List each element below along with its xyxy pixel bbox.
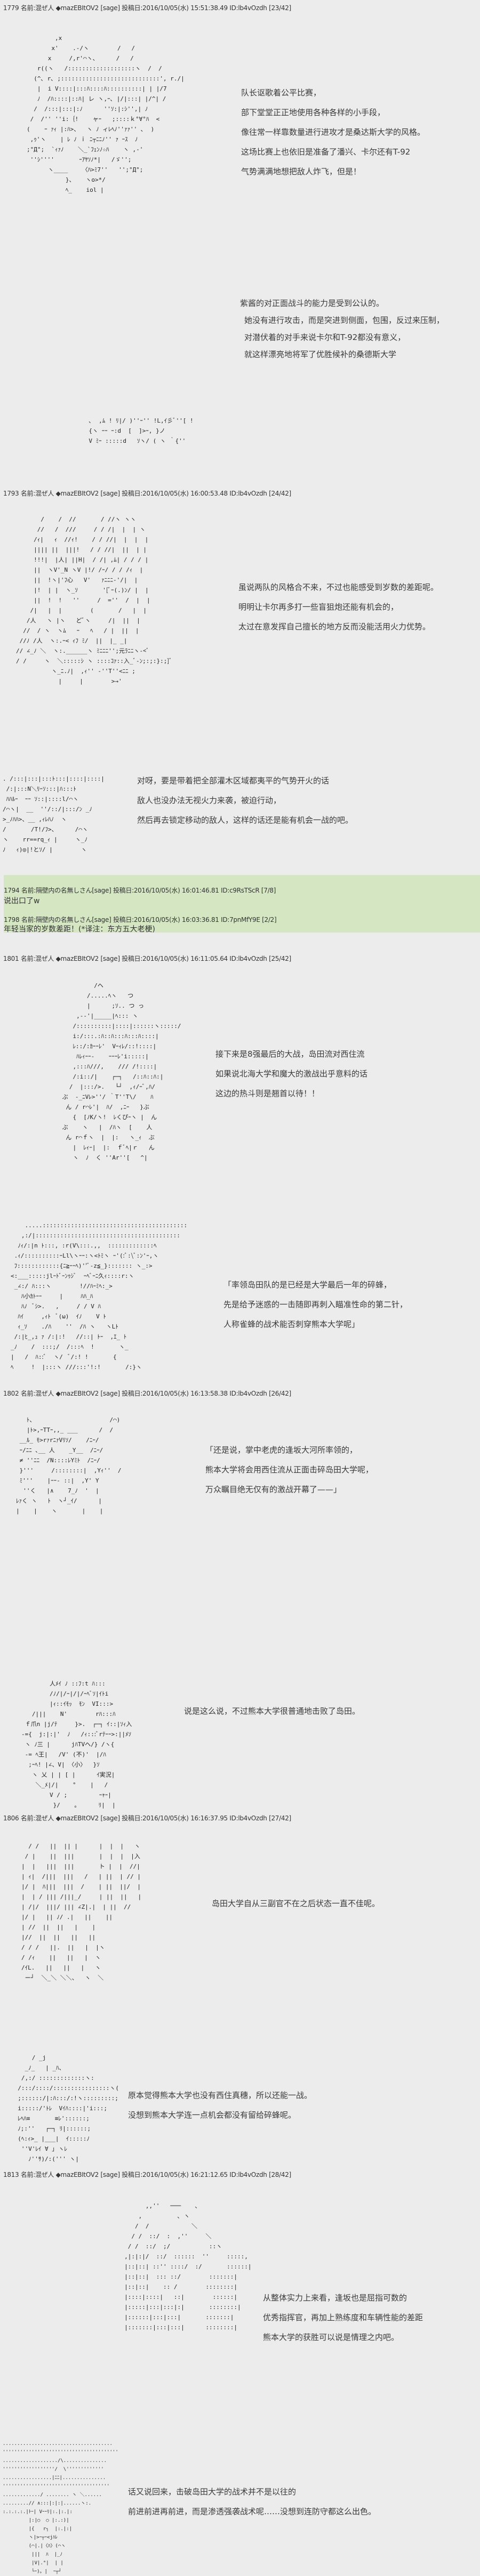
text-line: 前进前进再前进，而是渗透强袭战术呢……没想到连防守都这么出色。 <box>128 2507 377 2516</box>
text-line: 像往常一样靠数量进行进攻才是桑达斯大学的风格。 <box>241 127 426 137</box>
text-line: 太过在意发挥自己擅长的地方反而没能活用火力优势。 <box>238 622 431 631</box>
post-text: 原本觉得熊本大学也没有西住真穗，所以还能一战。 没想到熊本大学连一点机会都没有留… <box>128 2086 312 2125</box>
text-line: 优秀指挥官，再加上熟练度和车辆性能的差距 <box>263 2313 423 2322</box>
text-line: 说是这么说，不过熊本大学很普通地击败了岛田。 <box>184 1706 361 1716</box>
text-line: 「还是说，掌中老虎的逢坂大河所率领的， <box>205 1445 358 1455</box>
post-text: 队长讴歌着公平比赛， 部下堂堂正正地使用各种各样的小手段， 像往常一样靠数量进行… <box>241 83 425 182</box>
reply-body: 年轻当家的岁数差距！(*译注：东方五大老梗) <box>4 925 155 934</box>
text-line: 人称雀蜂的战术能否刺穿熊本大学呢」 <box>223 1319 360 1329</box>
text-line: 万众瞩目绝无仅有的激战开幕了——」 <box>205 1485 342 1494</box>
text-line: 如果说北海大学和魔大的激战出乎意料的话 <box>215 1069 368 1079</box>
post-text: 紫酱的对正面战斗的能力是受到公认的。 她没有进行攻击，而是突进到侧面，包围，反过… <box>240 295 444 363</box>
ascii-art: /ヘ /.....ﾍヽ つ | ;ｿ.. つ っ ,--'|_____|ﾍ:::… <box>62 982 181 1161</box>
post-header: 1779 名前:混ぜ人 ◆mazEBItOV2 [sage] 投稿日:2016/… <box>3 4 291 12</box>
reply-block: 1794 名前:隔壁内の名無しさん[sage] 投稿日:2016/10/05(水… <box>4 875 480 934</box>
post-header: 1806 名前:混ぜ人 ◆mazEBItOV2 [sage] 投稿日:2016/… <box>3 1814 291 1822</box>
post-text: 虽说两队的风格合不来，不过也能感受到岁数的差距呢。 明明让卡尔再多打一些盲狙炮还… <box>238 578 438 637</box>
ascii-art: / / // / //ヽ ヽヽ // / /// / / /| | | ヽ /ｨ… <box>16 516 172 685</box>
text-line: 接下来是8强最后的大战，岛田流对西住流 <box>215 1049 365 1059</box>
text-line: 这场比赛上也依旧是准备了潘兴、卡尔还有T-92 <box>241 147 411 157</box>
post-text: 话又说回来，击破岛田大学的战术并不是以往的 前进前进再前进，而是渗透强袭战术呢…… <box>128 2482 376 2522</box>
reply-header: 1794 名前:隔壁内の名無しさん[sage] 投稿日:2016/10/05(水… <box>4 887 276 894</box>
post-header: 1802 名前:混ぜ人 ◆mazEBItOV2 [sage] 投稿日:2016/… <box>3 1390 291 1397</box>
text-line: 熊本大学将会用西住流从正面击碎岛田大学呢， <box>205 1465 374 1475</box>
text-line: 气势满满地想把敌人炸飞，但是！ <box>241 167 362 176</box>
text-line: 她没有进行攻击，而是突进到侧面，包围，反过来压制， <box>244 315 445 325</box>
text-line: 这边的热斗则是翘首以待！！ <box>215 1089 320 1098</box>
ascii-art: ､ ,ﾑ ! ﾘ|/ )''ｰ'' !L,ｲ彡ﾞ''[ ! {ヽ ｰｰ ｰ:d … <box>89 417 194 444</box>
ascii-art: .....:::::::::::::::::::::::::::::::::::… <box>11 1222 188 1371</box>
text-line: 然后再去锁定移动的敌人，这样的话还是能有机会一战的吧。 <box>137 815 354 825</box>
text-line: 原本觉得熊本大学也没有西住真穗，所以还能一战。 <box>128 2091 313 2100</box>
post-header: 1793 名前:混ぜ人 ◆mazEBItOV2 [sage] 投稿日:2016/… <box>3 490 291 497</box>
text-line: 明明让卡尔再多打一些盲狙炮还能有机会的， <box>238 602 399 612</box>
text-line: 没想到熊本大学连一点机会都没有留给碎蜂呢。 <box>128 2110 297 2120</box>
post-text: 说是这么说，不过熊本大学很普通地击败了岛田。 <box>184 1702 360 1721</box>
text-line: 紫酱的对正面战斗的能力是受到公认的。 <box>240 298 385 308</box>
reply-body: 说出口了w <box>4 897 40 905</box>
text-line: 队长讴歌着公平比赛， <box>241 88 322 98</box>
text-line: 对呀，要是带着把全部灌木区域都夷平的气势开火的话 <box>137 776 330 785</box>
ascii-art: ...................................... '… <box>3 2441 118 2574</box>
ascii-art: ,x x' .-/ヽ / / x /,r'⌒ヽ、 / / r((ヽ /:::::… <box>27 35 185 193</box>
post-header: 1801 名前:混ぜ人 ◆mazEBItOV2 [sage] 投稿日:2016/… <box>3 955 291 962</box>
text-line: 岛田大学自从三副官不在之后状态一直不佳呢。 <box>212 1899 380 1908</box>
post-text: 接下来是8强最后的大战，岛田流对西住流 如果说北海大学和魔大的激战出乎意料的话 … <box>215 1044 367 1104</box>
ascii-art: ﾄ、 /⌒) |ﾄ>,ｰTTｰ,,_ ___ / / __ﾙ_ ﾓ>rｧrﾆｧV… <box>16 1416 122 1514</box>
ascii-art: / _j _ﾉ_ | _ﾊ、 /,:/ :::::::::::::ヽ: /:::… <box>18 2054 119 2162</box>
post-header: 1813 名前:混ぜ人 ◆mazEBItOV2 [sage] 投稿日:2016/… <box>3 2171 291 2178</box>
text-line: 从整体实力上来看，逢坂也是屈指可数的 <box>263 2293 407 2303</box>
text-line: 先是给予迷惑的一击随即再刺入瞄准性命的第二针， <box>223 1300 408 1309</box>
text-line: 熊本大学的获胜可以说是情理之内吧。 <box>263 2332 399 2342</box>
text-line: 敌人也没办法无视火力来袭，被迫行动， <box>137 796 282 805</box>
text-line: 「率领岛田队的是已经是大学最后一年的碎蜂， <box>223 1280 392 1290</box>
text-line: 话又说回来，击破岛田大学的战术并不是以往的 <box>128 2487 297 2497</box>
ascii-art: / / || || | | | | ヽ / | || ||| | | | |入 … <box>21 1843 142 1981</box>
post-text: 「率领岛田队的是已经是大学最后一年的碎蜂， 先是给予迷惑的一击随即再刺入瞄准性命… <box>223 1275 407 1334</box>
post-text: 「还是说，掌中老虎的逢坂大河所率领的， 熊本大学将会用西住流从正面击碎岛田大学呢… <box>205 1440 373 1500</box>
reply-header: 1798 名前:隔壁内の名無しさん[sage] 投稿日:2016/10/05(水… <box>4 916 277 924</box>
ascii-art: 人ﾒｲ ﾉ ::ﾌ:t ﾊ::: /ﾉ/|/ｰ|/|/ｰﾍﾞｿ|ｲﾄi |ｨ::… <box>21 1680 132 1809</box>
ascii-art: . /:::|:::|:::ﾄ:::|::::|::::| /:|:::N＼ﾘｰ… <box>3 775 105 853</box>
post-text: 从整体实力上来看，逢坂也是屈指可数的 优秀指挥官，再加上熟练度和车辆性能的差距 … <box>263 2288 423 2347</box>
text-line: 对潜伏着的对手来说卡尔和T-92都没有意义， <box>244 333 406 342</box>
text-line: 部下堂堂正正地使用各种各样的小手段， <box>241 108 386 117</box>
text-line: 虽说两队的风格合不来，不过也能感受到岁数的差距呢。 <box>238 582 439 592</box>
post-text: 对呀，要是带着把全部灌木区域都夷平的气势开火的话 敌人也没办法无视火力来袭，被迫… <box>137 771 353 830</box>
text-line: 就这样漂亮地将军了优胜候补的桑德斯大学 <box>244 350 397 359</box>
post-text: 岛田大学自从三副官不在之后状态一直不佳呢。 <box>212 1894 380 1914</box>
ascii-art: ,,'' ─── ､ , ､ ヽ / / ＼ / / ::/ : ,'' ＼ /… <box>124 2202 252 2331</box>
